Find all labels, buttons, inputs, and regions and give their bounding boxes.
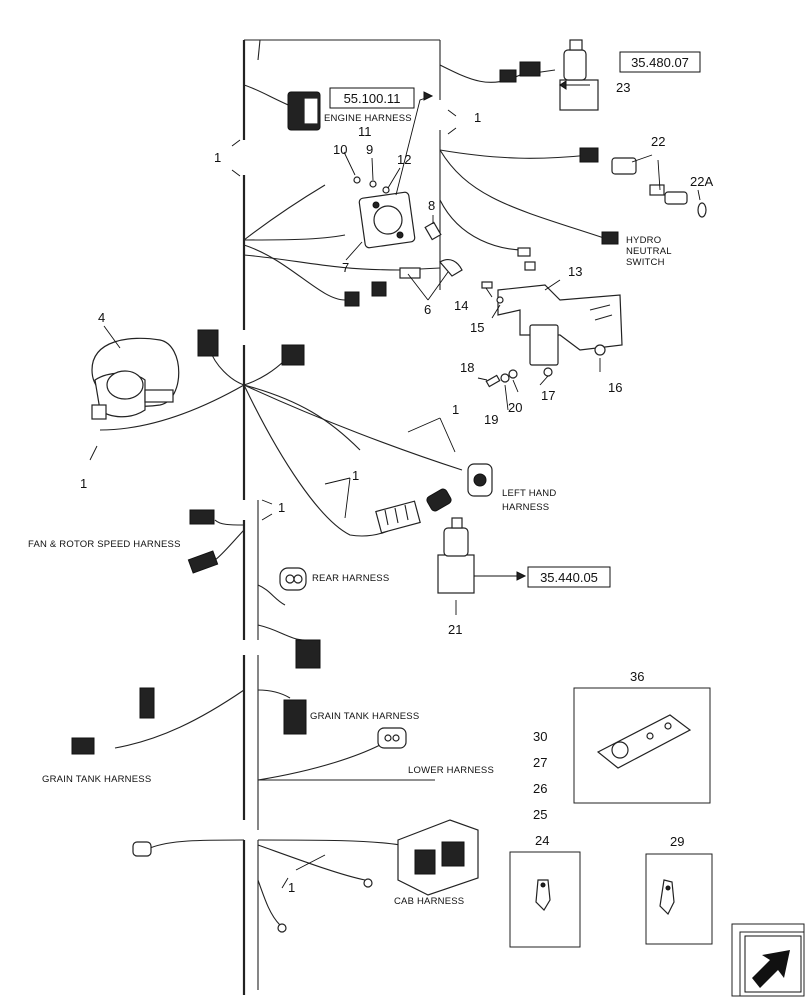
mounting-plate-7 xyxy=(353,176,442,249)
callout-8: 8 xyxy=(428,198,435,213)
callout-15: 15 xyxy=(470,320,484,335)
callout-1-g: 1 xyxy=(288,880,295,895)
callout-1-c: 1 xyxy=(452,402,459,417)
callout-26: 26 xyxy=(533,781,547,796)
callout-24: 24 xyxy=(535,833,549,848)
label-hydro-1: HYDRO xyxy=(626,235,661,246)
cab-harness-connectors xyxy=(132,819,479,933)
callout-19: 19 xyxy=(484,412,498,427)
callout-36: 36 xyxy=(630,669,644,684)
label-fan-rotor: FAN & ROTOR SPEED HARNESS xyxy=(28,539,181,550)
callout-30: 30 xyxy=(533,729,547,744)
reference-box-lower-solenoid[interactable]: 35.440.05 xyxy=(527,566,611,588)
label-grain-tank-left: GRAIN TANK HARNESS xyxy=(42,774,151,785)
connector-group-6 xyxy=(344,247,536,307)
main-harness-trunk xyxy=(242,39,441,995)
center-connectors xyxy=(197,329,493,534)
detail-box-36 xyxy=(573,687,711,804)
bracket-13 xyxy=(481,281,623,377)
leader-lines xyxy=(89,80,701,889)
callout-22a: 22A xyxy=(690,174,713,189)
ref-lower-solenoid-text[interactable]: 35.440.05 xyxy=(540,570,598,585)
branch-wires xyxy=(99,64,611,926)
label-lower-harness: LOWER HARNESS xyxy=(408,765,494,776)
label-engine-harness: ENGINE HARNESS xyxy=(324,113,412,124)
callout-27: 27 xyxy=(533,755,547,770)
hydro-neutral-switch-22 xyxy=(579,147,707,245)
callout-23: 23 xyxy=(616,80,630,95)
callout-6: 6 xyxy=(424,302,431,317)
callout-18: 18 xyxy=(460,360,474,375)
callout-1-b: 1 xyxy=(474,110,481,125)
callout-17: 17 xyxy=(541,388,555,403)
solenoid-21 xyxy=(437,517,475,594)
detail-box-29 xyxy=(645,853,713,945)
next-page-arrow-icon[interactable] xyxy=(731,923,805,997)
hardware-18-19-20 xyxy=(485,369,518,388)
grain-tank-connectors xyxy=(71,687,407,755)
callout-16: 16 xyxy=(608,380,622,395)
rear-harness-connectors xyxy=(279,567,321,669)
detail-box-24 xyxy=(509,851,581,948)
callout-11: 11 xyxy=(358,124,372,139)
fan-motor-4 xyxy=(91,337,180,420)
callout-20: 20 xyxy=(508,400,522,415)
callout-4: 4 xyxy=(98,310,105,325)
callout-7: 7 xyxy=(342,260,349,275)
callout-9: 9 xyxy=(366,142,373,157)
label-rear-harness: REAR HARNESS xyxy=(312,573,389,584)
engine-harness-connector xyxy=(287,91,321,131)
callout-1-e: 1 xyxy=(278,500,285,515)
reference-box-solenoid[interactable]: 35.480.07 xyxy=(619,51,701,73)
callout-1-a: 1 xyxy=(214,150,221,165)
callout-12: 12 xyxy=(397,152,411,167)
callout-14: 14 xyxy=(454,298,468,313)
fan-rotor-connectors xyxy=(187,509,219,574)
callout-22: 22 xyxy=(651,134,665,149)
label-grain-tank-right: GRAIN TANK HARNESS xyxy=(310,711,419,722)
callout-10: 10 xyxy=(333,142,347,157)
callout-numbers: 1 1 1 1 1 1 1 4 6 7 8 9 10 11 12 13 14 1… xyxy=(80,80,713,895)
callout-1-d: 1 xyxy=(352,468,359,483)
label-left-hand-1: LEFT HAND xyxy=(502,488,556,499)
callout-13: 13 xyxy=(568,264,582,279)
harness-labels: ENGINE HARNESS HYDRO NEUTRAL SWITCH LEFT… xyxy=(28,113,672,907)
ref-engine-text[interactable]: 55.100.11 xyxy=(344,91,401,106)
callout-29: 29 xyxy=(670,834,684,849)
solenoid-23 xyxy=(499,39,599,111)
label-cab-harness: CAB HARNESS xyxy=(394,896,464,907)
reference-box-engine[interactable]: 55.100.11 xyxy=(329,87,415,109)
ref-solenoid-text[interactable]: 35.480.07 xyxy=(631,55,689,70)
callout-21: 21 xyxy=(448,622,462,637)
label-hydro-2: NEUTRAL xyxy=(626,246,672,257)
label-left-hand-2: HARNESS xyxy=(502,502,549,513)
callout-25: 25 xyxy=(533,807,547,822)
label-hydro-3: SWITCH xyxy=(626,257,665,268)
callout-1-f: 1 xyxy=(80,476,87,491)
